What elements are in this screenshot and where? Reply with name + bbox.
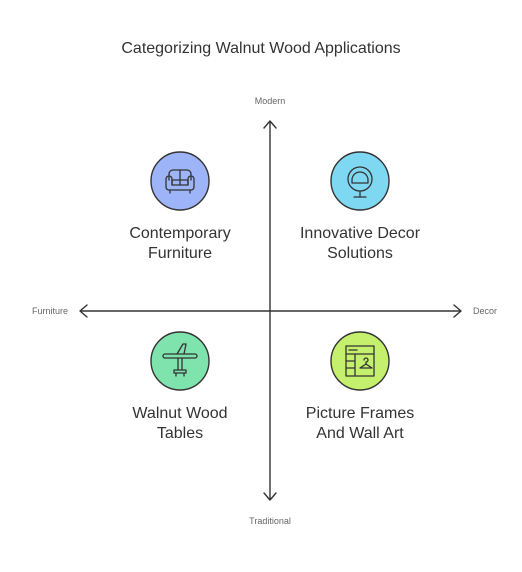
label-line-2: Tables <box>156 425 204 442</box>
arrow-up <box>263 120 277 129</box>
label-line-1: Innovative Decor <box>299 225 421 242</box>
diagram-title: Categorizing Walnut Wood Applications <box>121 40 401 57</box>
arrow-right <box>453 304 462 318</box>
axis-label-top: Modern <box>254 96 286 106</box>
quadrant-innovative-decor-solutions: Innovative Decor Solutions <box>280 150 440 264</box>
quadrant-walnut-wood-tables: Walnut Wood Tables <box>100 330 260 444</box>
quadrant-label: Picture Frames And Wall Art <box>280 404 440 444</box>
label-line-2: Furniture <box>147 245 213 262</box>
label-line-2: Solutions <box>327 245 393 262</box>
label-line-1: Picture Frames <box>305 405 415 422</box>
sofa-icon <box>150 151 210 211</box>
quadrant-label: Contemporary Furniture <box>100 224 260 264</box>
label-line-1: Contemporary <box>129 225 231 242</box>
egg-chair-icon <box>330 151 390 211</box>
quadrant-picture-frames-wall-art: Picture Frames And Wall Art <box>280 330 440 444</box>
arrow-left <box>79 304 88 318</box>
quadrant-contemporary-furniture: Contemporary Furniture <box>100 150 260 264</box>
pedestal-table-icon <box>150 331 210 391</box>
quadrant-label: Walnut Wood Tables <box>100 404 260 444</box>
label-line-2: And Wall Art <box>316 425 404 442</box>
arrow-down <box>263 492 277 501</box>
axis-label-left: Furniture <box>31 306 68 316</box>
axis-label-right: Decor <box>472 306 497 316</box>
quadrant-label: Innovative Decor Solutions <box>280 224 440 264</box>
axis-label-bottom: Traditional <box>249 516 291 526</box>
label-line-1: Walnut Wood <box>132 405 228 422</box>
shelf-frames-icon <box>330 331 390 391</box>
